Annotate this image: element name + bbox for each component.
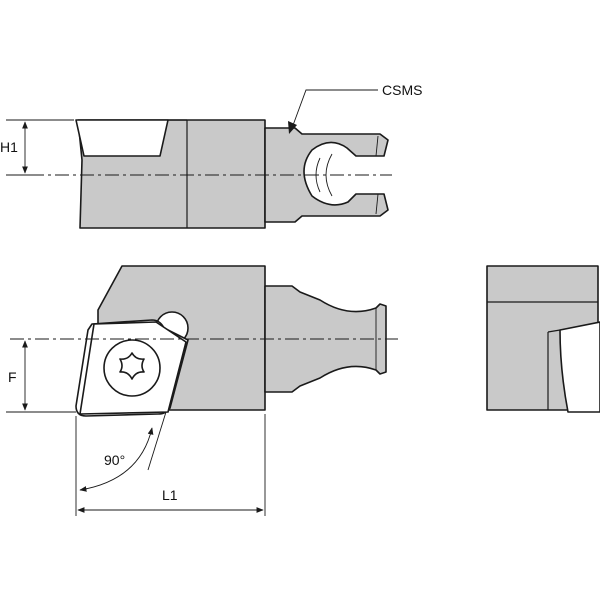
f-label: F: [8, 369, 17, 385]
l1-label: L1: [162, 487, 178, 503]
top-view-fork-tip-bottom: [375, 193, 379, 215]
angle-extension-right: [147, 411, 167, 471]
csms-leader: [291, 89, 378, 129]
top-view-shank-neck: [264, 127, 389, 223]
angle-arc: [79, 427, 154, 492]
end-view-insert: [559, 321, 600, 413]
h1-label: H1: [0, 139, 18, 155]
top-view-insert-pocket: [75, 119, 169, 157]
end-view: [486, 265, 600, 413]
csms-label: CSMS: [382, 82, 422, 98]
torx-recess: [119, 352, 145, 380]
csms-leader-arrow: [288, 121, 297, 134]
side-view-shank-neck: [264, 285, 387, 393]
top-view: H1 CSMS: [0, 82, 422, 229]
side-view: F 90° L1: [6, 265, 398, 516]
angle-label: 90°: [104, 452, 125, 468]
end-view-insert-seat: [547, 329, 561, 333]
top-view-fork-tip-top: [375, 135, 379, 157]
